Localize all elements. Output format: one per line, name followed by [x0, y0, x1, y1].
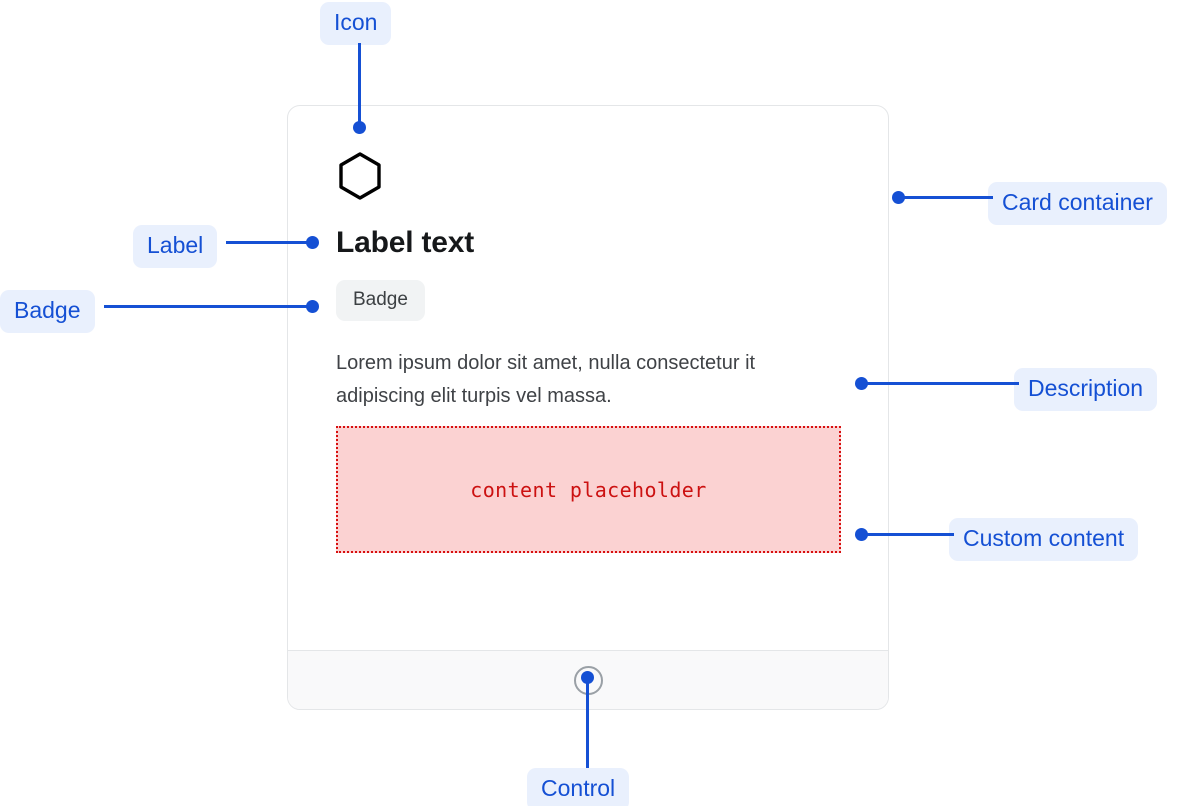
leader-line-label: [226, 241, 314, 244]
leader-line-description: [864, 382, 1019, 385]
leader-dot-custom-content: [855, 528, 868, 541]
leader-line-icon: [358, 43, 361, 128]
card-container[interactable]: Label text Badge Lorem ipsum dolor sit a…: [287, 105, 889, 710]
custom-content-slot: content placeholder: [336, 426, 841, 553]
leader-dot-description: [855, 377, 868, 390]
leader-line-card-container: [898, 196, 993, 199]
leader-dot-control: [581, 671, 594, 684]
annotation-control-label: Control: [527, 768, 630, 806]
annotation-icon-label: Icon: [320, 2, 392, 45]
card-description: Lorem ipsum dolor sit amet, nulla consec…: [336, 352, 756, 407]
leader-dot-card-container: [892, 191, 905, 204]
card-label: Label text: [336, 226, 475, 259]
leader-dot-badge: [306, 300, 319, 313]
annotation-description-label: Description: [1014, 368, 1158, 411]
leader-line-badge: [104, 305, 314, 308]
leader-line-control: [586, 678, 589, 768]
leader-line-custom-content: [864, 533, 954, 536]
annotation-label-label: Label: [133, 225, 218, 268]
annotation-custom-content-label: Custom content: [949, 518, 1139, 561]
annotation-badge-label: Badge: [0, 290, 95, 333]
card-body: Label text Badge Lorem ipsum dolor sit a…: [288, 106, 888, 652]
hexagon-icon: [339, 152, 381, 200]
leader-dot-label: [306, 236, 319, 249]
annotation-card-container-label: Card container: [988, 182, 1167, 225]
status-badge: Badge: [336, 280, 425, 321]
leader-dot-icon: [353, 121, 366, 134]
custom-content-text: content placeholder: [470, 477, 707, 502]
